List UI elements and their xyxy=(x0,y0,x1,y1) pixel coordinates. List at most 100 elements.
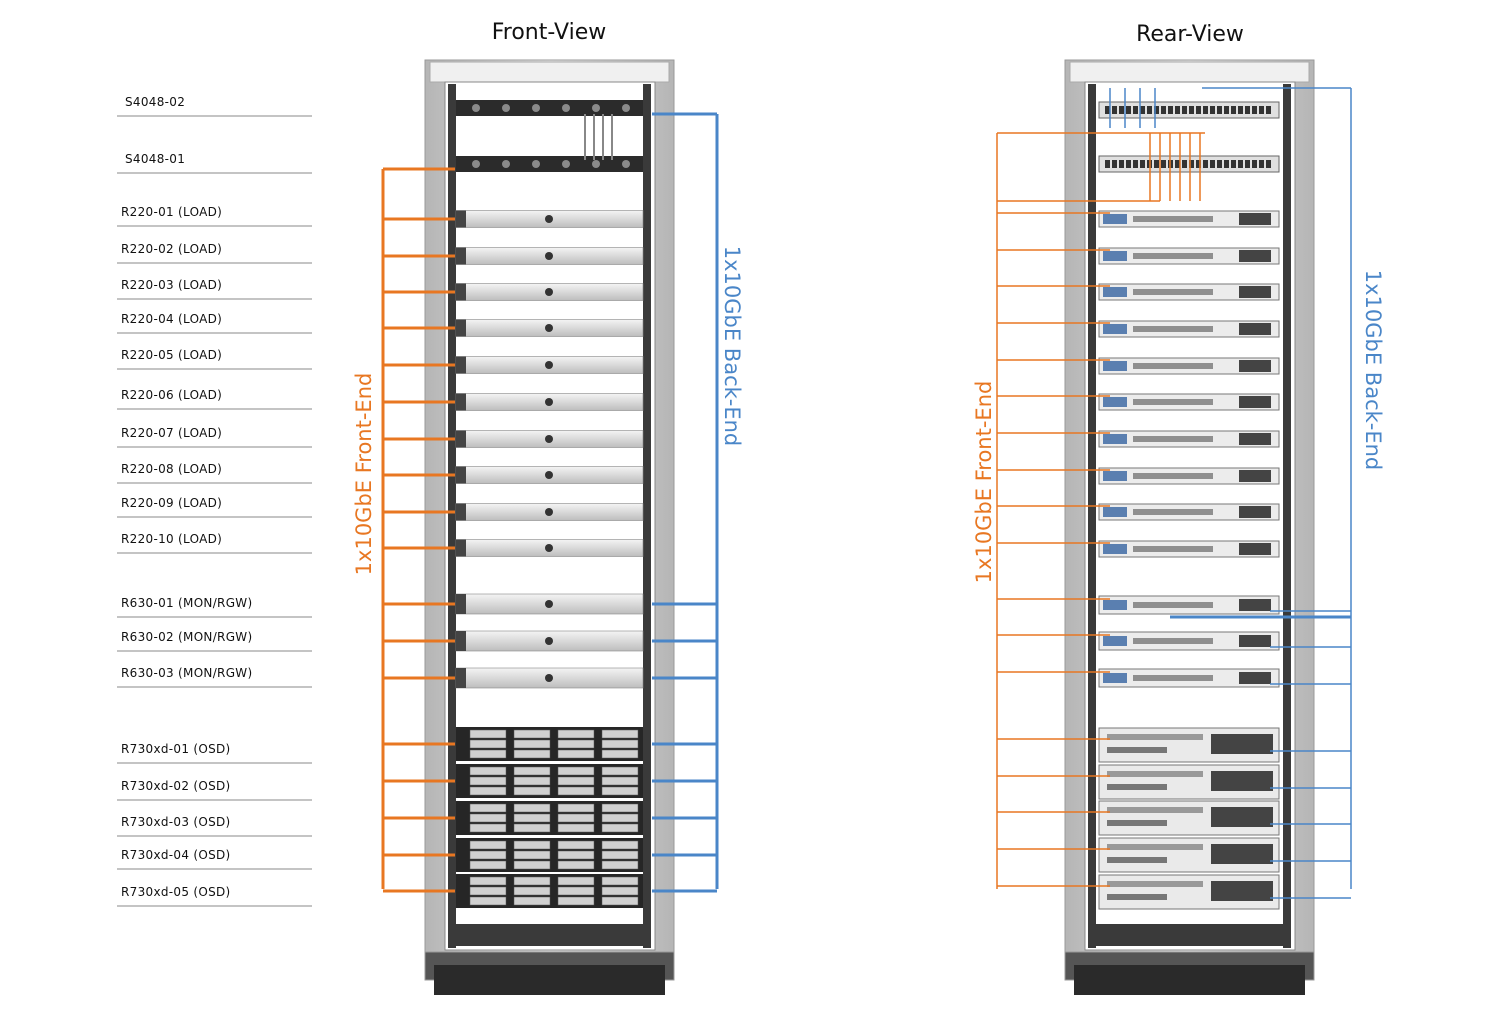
psu-block xyxy=(1239,672,1271,684)
fan-vent xyxy=(592,160,600,168)
switch-port xyxy=(1119,106,1124,114)
device-label: R730xd-04 (OSD) xyxy=(121,848,231,862)
rack-ear xyxy=(456,466,466,484)
io-ports xyxy=(1133,509,1213,515)
drive-bay xyxy=(557,886,595,896)
switch-port xyxy=(1238,106,1243,114)
switch-port xyxy=(1140,106,1145,114)
switch-port xyxy=(1112,160,1117,168)
switch-port xyxy=(1238,160,1243,168)
drive-bay xyxy=(469,729,507,739)
rack-ear xyxy=(456,539,466,557)
drive-bay xyxy=(469,896,507,906)
switch-port xyxy=(1210,160,1215,168)
logo-badge xyxy=(545,471,553,479)
drive-bay xyxy=(469,840,507,850)
device-label: R730xd-05 (OSD) xyxy=(121,885,231,899)
drive-bay xyxy=(557,876,595,886)
rack-ear xyxy=(456,631,466,651)
switch-port xyxy=(1217,160,1222,168)
nic-port xyxy=(1103,324,1127,334)
drive-bay xyxy=(601,766,639,776)
drive-bay xyxy=(469,766,507,776)
nic-port xyxy=(1103,471,1127,481)
fan-vent xyxy=(592,104,600,112)
device-label: R730xd-02 (OSD) xyxy=(121,779,231,793)
drive-bay xyxy=(557,739,595,749)
psu-block xyxy=(1239,360,1271,372)
drive-bay xyxy=(513,803,551,813)
psu-block xyxy=(1239,433,1271,445)
drive-bay xyxy=(601,840,639,850)
switch-port xyxy=(1182,160,1187,168)
rack-ear xyxy=(456,319,466,337)
drive-bay xyxy=(513,840,551,850)
fan-vent xyxy=(622,160,630,168)
rack-ear xyxy=(456,503,466,521)
nic-port xyxy=(1103,544,1127,554)
switch-port xyxy=(1245,106,1250,114)
device-label: R220-10 (LOAD) xyxy=(121,532,222,546)
switch-port xyxy=(1161,160,1166,168)
io-ports xyxy=(1133,399,1213,405)
io-ports xyxy=(1133,436,1213,442)
drive-bay xyxy=(601,876,639,886)
switch-port xyxy=(1231,106,1236,114)
switch-port xyxy=(1112,106,1117,114)
drive-bay xyxy=(513,813,551,823)
drive-bay xyxy=(601,803,639,813)
nic-port xyxy=(1103,287,1127,297)
logo-badge xyxy=(545,674,553,682)
fan-vent xyxy=(472,160,480,168)
device-label: S4048-01 xyxy=(125,152,185,166)
fan-vent xyxy=(532,160,540,168)
rack-ear xyxy=(456,210,466,228)
switch-port xyxy=(1203,160,1208,168)
drive-bay xyxy=(513,776,551,786)
switch-port xyxy=(1168,106,1173,114)
switch-chassis xyxy=(456,156,643,172)
drive-bay xyxy=(557,813,595,823)
drive-bay xyxy=(469,786,507,796)
nic-port xyxy=(1103,397,1127,407)
psu-block xyxy=(1239,599,1271,611)
switch-port xyxy=(1189,160,1194,168)
pci-slots xyxy=(1107,807,1203,813)
nic-port xyxy=(1103,251,1127,261)
device-label: R730xd-03 (OSD) xyxy=(121,815,231,829)
psu-block xyxy=(1211,734,1273,754)
drive-bay xyxy=(601,813,639,823)
drive-bay xyxy=(469,886,507,896)
rack-ear xyxy=(456,356,466,374)
device-label: R630-03 (MON/RGW) xyxy=(121,666,252,680)
logo-badge xyxy=(545,435,553,443)
psu-block xyxy=(1239,543,1271,555)
cabling xyxy=(381,87,1352,899)
drive-bay xyxy=(557,749,595,759)
psu-block xyxy=(1211,844,1273,864)
logo-badge xyxy=(545,398,553,406)
switch-port xyxy=(1224,106,1229,114)
pci-slots xyxy=(1107,881,1203,887)
rear-rack-bottom-panel xyxy=(1096,924,1283,946)
switch-chassis xyxy=(456,100,643,116)
fan-vent xyxy=(472,104,480,112)
psu-block xyxy=(1239,250,1271,262)
switch-port xyxy=(1189,106,1194,114)
io-ports xyxy=(1107,894,1167,900)
pci-slots xyxy=(1107,734,1203,740)
switch-port xyxy=(1259,160,1264,168)
device-label: S4048-02 xyxy=(125,95,185,109)
psu-block xyxy=(1211,771,1273,791)
rack-ear xyxy=(456,283,466,301)
nic-port xyxy=(1103,361,1127,371)
rear-view-front-end-label: 1x10GbE Front-End xyxy=(972,381,996,584)
psu-block xyxy=(1211,881,1273,901)
fan-vent xyxy=(502,104,510,112)
rear-view-title: Rear-View xyxy=(1136,22,1244,47)
switch-port xyxy=(1105,160,1110,168)
device-label: R730xd-01 (OSD) xyxy=(121,742,231,756)
logo-badge xyxy=(545,288,553,296)
